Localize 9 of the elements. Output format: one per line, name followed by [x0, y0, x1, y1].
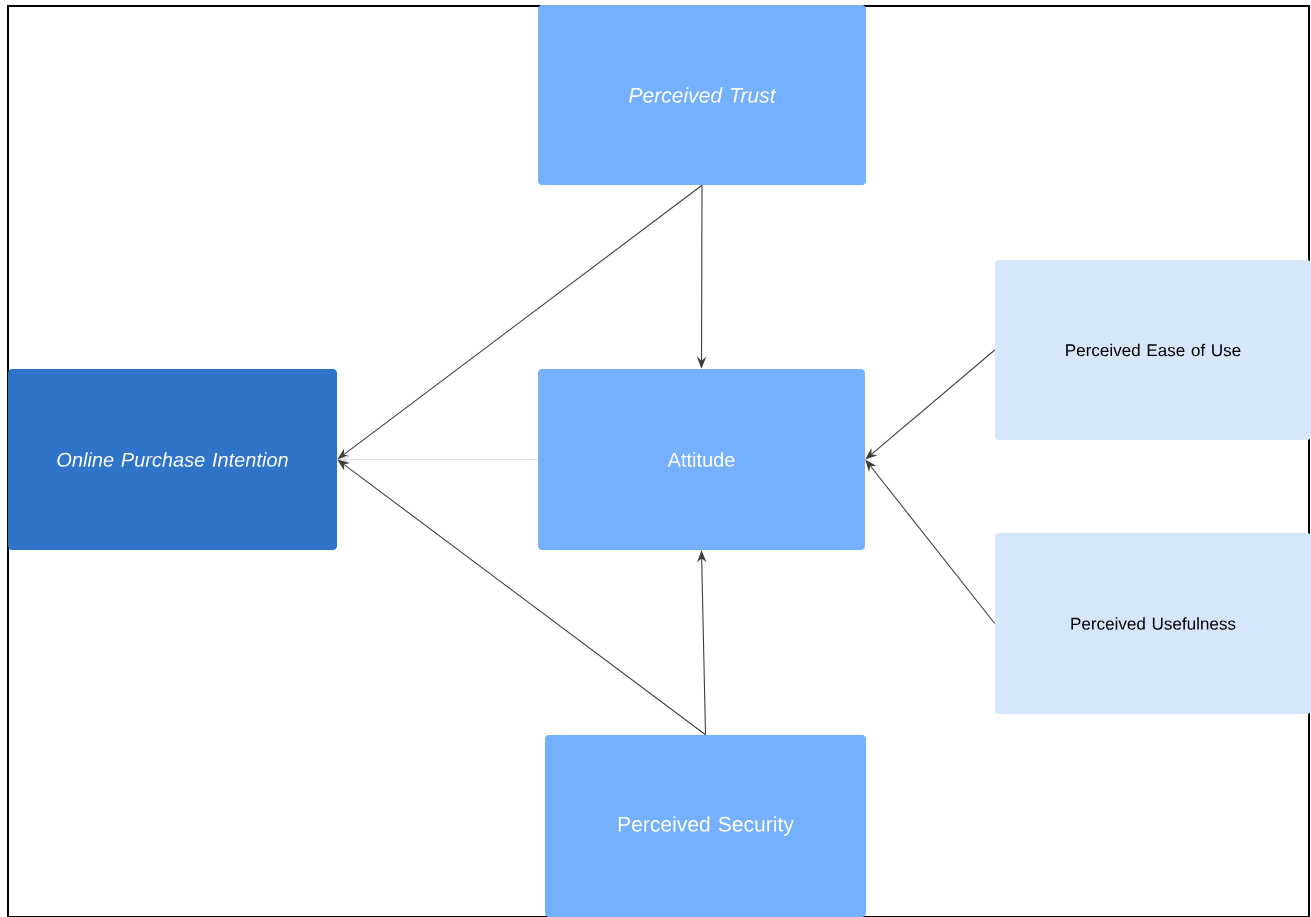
concept-box: Perceived Usefulness	[995, 532, 1311, 715]
concept-box: Attitude	[538, 368, 865, 551]
arrow	[337, 459, 707, 736]
concept-box: Perceived Ease of Use	[995, 260, 1311, 440]
concept-box: Online Purchase Intention	[8, 368, 338, 551]
arrow	[337, 184, 703, 460]
arrow	[865, 349, 996, 460]
concept-box: Perceived Trust	[538, 5, 866, 185]
concept-box: Perceived Security	[544, 735, 867, 917]
